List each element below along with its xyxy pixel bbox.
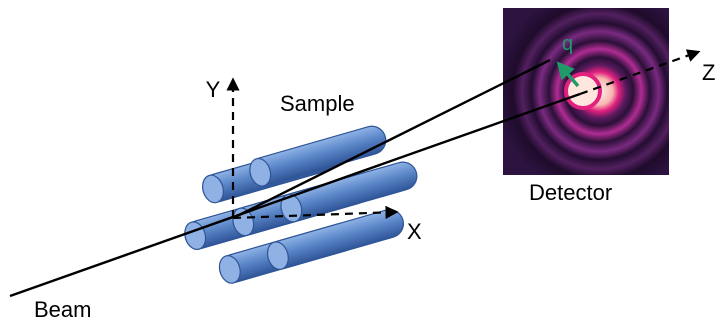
q-vector-label: q bbox=[562, 33, 573, 55]
x-axis-label: X bbox=[407, 219, 422, 244]
z-axis-label: Z bbox=[702, 60, 715, 85]
sample-cylinders bbox=[170, 117, 432, 292]
sample-label: Sample bbox=[280, 91, 355, 116]
beam-label: Beam bbox=[34, 297, 91, 320]
detector-label: Detector bbox=[529, 180, 612, 205]
y-axis-label: Y bbox=[206, 77, 221, 102]
